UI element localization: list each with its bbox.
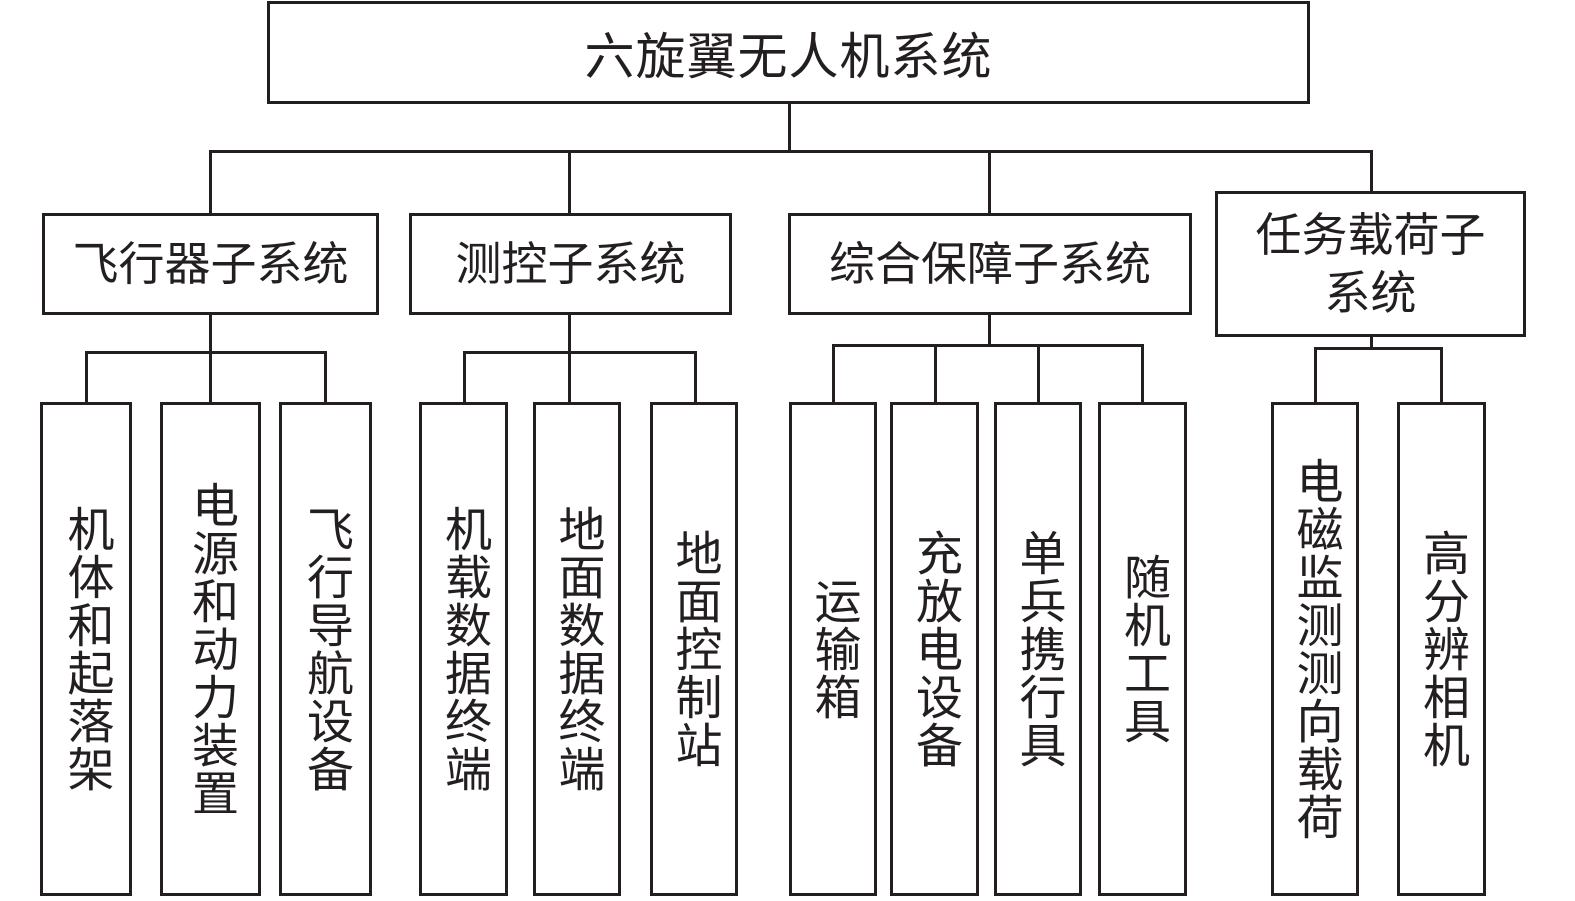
- connector-sub3-up: [988, 150, 991, 214]
- leaf-power-propulsion-label: 电源和动力装置: [183, 481, 238, 817]
- connector-sub1-down: [209, 313, 212, 353]
- leaf-airframe-landing-gear-label: 机体和起落架: [58, 505, 114, 793]
- leaf-individual-carrier-label: 单兵携行具: [1010, 529, 1066, 769]
- connector-sub3-down: [988, 313, 991, 346]
- connector-leaf-1-1: [85, 351, 88, 404]
- leaf-flight-navigation-label: 飞行导航设备: [298, 505, 353, 793]
- connector-leaf-2-2: [568, 351, 571, 404]
- subsystem-support: 综合保障子系统: [788, 213, 1192, 315]
- root-node-label: 六旋翼无人机系统: [584, 27, 993, 86]
- leaf-ground-control-station-label: 地面控制站: [666, 529, 722, 769]
- connector-leaf-4-1: [1314, 347, 1317, 404]
- leaf-airborne-data-terminal-label: 机载数据终端: [436, 505, 491, 793]
- subsystem-measurement-control: 测控子系统: [409, 213, 732, 315]
- leaf-ground-control-station: 地面控制站: [650, 402, 738, 896]
- leaf-ground-data-terminal-label: 地面数据终端: [549, 505, 605, 793]
- leaf-airborne-data-terminal: 机载数据终端: [419, 402, 508, 896]
- leaf-individual-carrier: 单兵携行具: [994, 402, 1082, 896]
- connector-sub1-up: [209, 150, 212, 214]
- root-node: 六旋翼无人机系统: [267, 1, 1310, 104]
- leaf-ground-data-terminal: 地面数据终端: [533, 402, 621, 896]
- leaf-em-monitoring-payload-label: 电磁监测测向载荷: [1287, 457, 1343, 841]
- leaf-onboard-tools-label: 随机工具: [1115, 553, 1170, 745]
- connector-leaf-3-4: [1141, 344, 1144, 404]
- connector-sub4-up: [1370, 150, 1373, 193]
- leaf-high-resolution-camera-label: 高分辨相机: [1414, 529, 1469, 769]
- connector-group2-horizontal: [463, 351, 697, 354]
- connector-leaf-3-1: [832, 344, 835, 404]
- leaf-power-propulsion: 电源和动力装置: [160, 402, 261, 896]
- connector-root-down: [788, 102, 791, 152]
- leaf-transport-case: 运输箱: [789, 402, 877, 896]
- subsystem-support-label: 综合保障子系统: [829, 237, 1151, 291]
- connector-sub4-down: [1370, 335, 1373, 350]
- connector-group1-horizontal: [85, 351, 327, 354]
- leaf-em-monitoring-payload: 电磁监测测向载荷: [1271, 402, 1359, 896]
- leaf-transport-case-label: 运输箱: [805, 577, 861, 721]
- connector-leaf-4-2: [1440, 347, 1443, 404]
- connector-leaf-3-3: [1037, 344, 1040, 404]
- connector-leaf-2-1: [463, 351, 466, 404]
- subsystem-payload: 任务载荷子系统: [1215, 191, 1526, 337]
- connector-leaf-1-3: [324, 351, 327, 404]
- connector-group4-horizontal: [1314, 347, 1443, 350]
- leaf-high-resolution-camera: 高分辨相机: [1397, 402, 1486, 896]
- connector-sub2-down: [568, 313, 571, 353]
- subsystem-measurement-control-label: 测控子系统: [455, 237, 686, 291]
- connector-group3-horizontal: [832, 344, 1144, 347]
- leaf-flight-navigation: 飞行导航设备: [279, 402, 372, 896]
- leaf-onboard-tools: 随机工具: [1098, 402, 1187, 896]
- subsystem-payload-label: 任务载荷子系统: [1255, 208, 1486, 320]
- connector-leaf-1-2: [209, 351, 212, 404]
- leaf-charging-equipment: 充放电设备: [890, 402, 979, 896]
- connector-level1-horizontal: [209, 150, 1373, 153]
- subsystem-aircraft: 飞行器子系统: [42, 213, 379, 315]
- leaf-charging-equipment-label: 充放电设备: [907, 529, 962, 769]
- subsystem-aircraft-label: 飞行器子系统: [72, 237, 349, 291]
- connector-leaf-2-3: [694, 351, 697, 404]
- connector-leaf-3-2: [934, 344, 937, 404]
- leaf-airframe-landing-gear: 机体和起落架: [40, 402, 132, 896]
- connector-sub2-up: [568, 150, 571, 214]
